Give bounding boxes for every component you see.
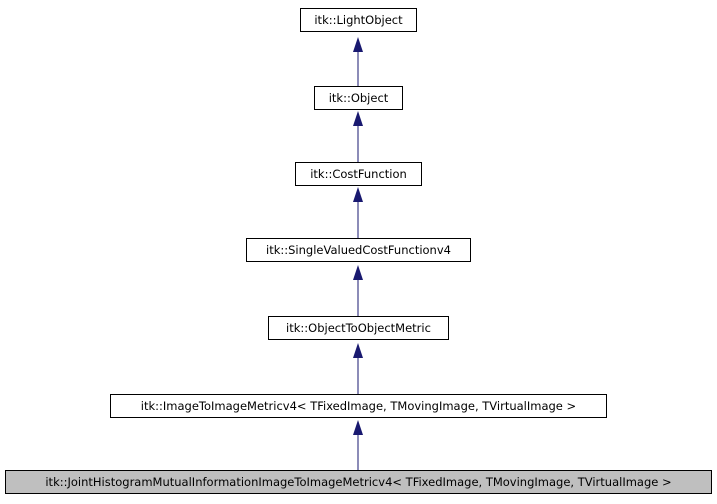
edge-imagetoimage-to-objecttoobject [353,343,363,394]
class-node-imagetoimagemetricv4[interactable]: itk::ImageToImageMetricv4< TFixedImage, … [110,394,607,418]
class-node-lightobject[interactable]: itk::LightObject [300,8,417,32]
edge-costfunction-to-object [353,111,363,162]
class-node-jointhistogrammutualinformation-current: itk::JointHistogramMutualInformationImag… [5,470,712,494]
edge-singlevalued-to-costfunction [353,187,363,238]
class-node-singlevaluedcostfunctionv4[interactable]: itk::SingleValuedCostFunctionv4 [246,238,471,262]
edge-objecttoobject-to-singlevalued [353,265,363,316]
class-node-costfunction[interactable]: itk::CostFunction [295,162,422,186]
class-node-objecttoobjectmetric[interactable]: itk::ObjectToObjectMetric [268,316,449,340]
edge-object-to-lightobject [353,37,363,86]
edge-jointhistogram-to-imagetoimage [353,420,363,470]
class-node-object[interactable]: itk::Object [314,86,403,110]
